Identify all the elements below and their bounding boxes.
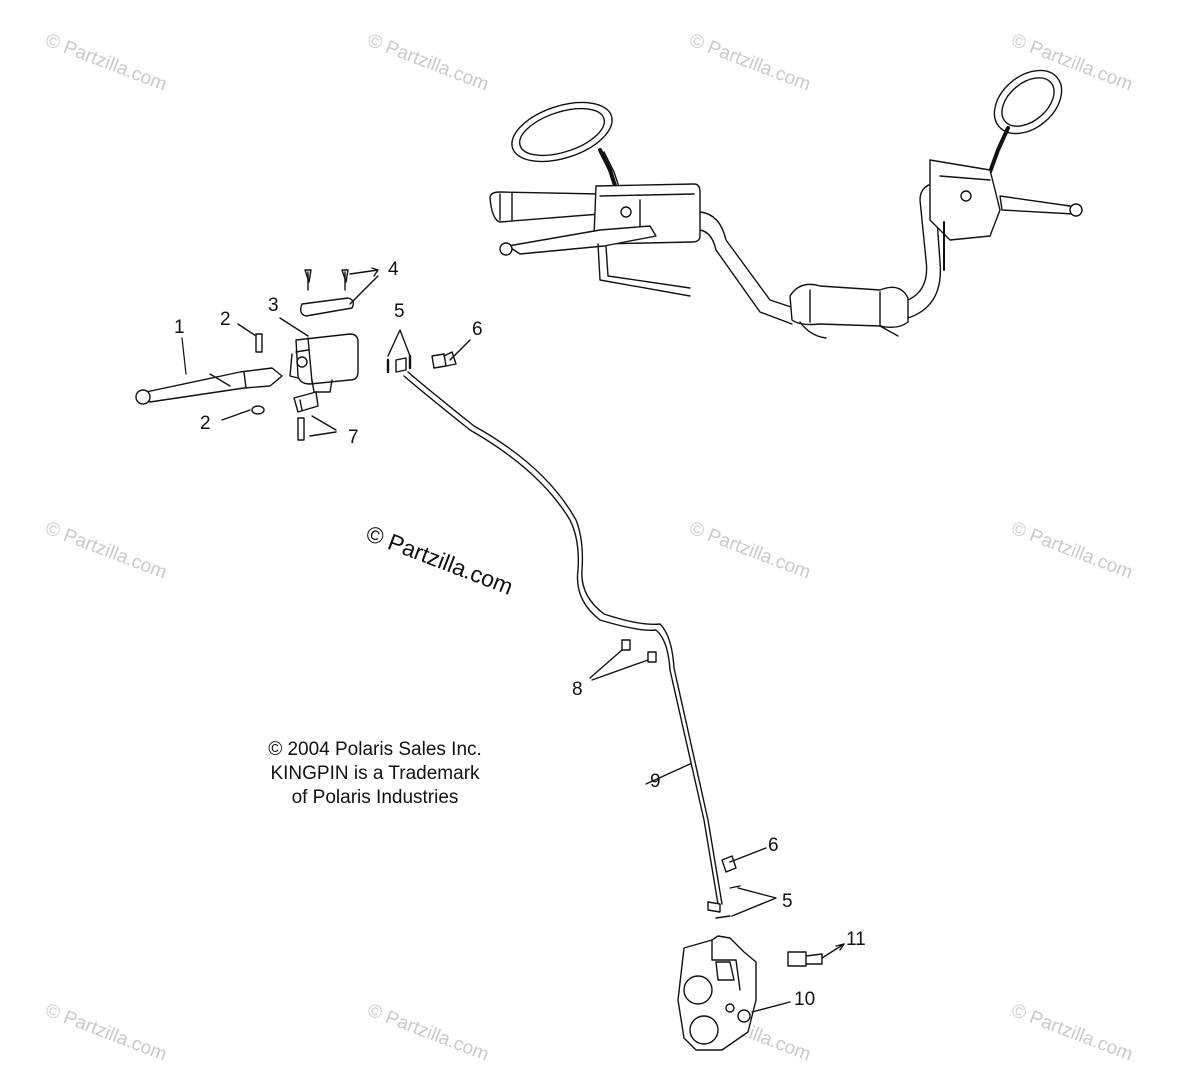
callout-2: 2	[220, 309, 231, 330]
copyright-line: © 2004 Polaris Sales Inc.	[268, 739, 482, 760]
callout-5: 5	[394, 301, 405, 322]
reservoir-cover	[299, 267, 379, 317]
brake-lever	[135, 337, 283, 405]
pivot-pin	[221, 323, 265, 421]
callout-1: 1	[174, 317, 185, 338]
brake-line	[403, 371, 723, 909]
callout-8: 8	[572, 679, 583, 700]
owner-line: of Polaris Industries	[291, 787, 459, 808]
callout-2: 2	[200, 413, 211, 434]
master-cylinder	[279, 317, 359, 393]
caliper-bolt	[787, 943, 845, 967]
trademark-line: KINGPIN is a Trademark	[270, 763, 480, 784]
callout-7: 7	[348, 427, 359, 448]
callout-10: 10	[794, 989, 816, 1010]
callout-4: 4	[388, 259, 399, 280]
callout-6: 6	[472, 319, 483, 340]
callout-3: 3	[268, 295, 279, 316]
sealing-washer	[707, 885, 777, 919]
callout-6: 6	[768, 835, 779, 856]
handlebar-assembly	[489, 69, 1083, 339]
callout-11: 11	[846, 929, 866, 950]
callout-5: 5	[782, 891, 793, 912]
copyright-notice: © 2004 Polaris Sales Inc. KINGPIN is a T…	[240, 738, 510, 810]
bar-clamp	[293, 391, 337, 441]
banjo-bolt	[431, 339, 471, 369]
banjo-bolt	[721, 847, 767, 873]
brake-caliper	[677, 935, 791, 1051]
line-clip	[589, 639, 657, 681]
sealing-washer	[386, 329, 412, 374]
callout-9: 9	[650, 771, 661, 792]
